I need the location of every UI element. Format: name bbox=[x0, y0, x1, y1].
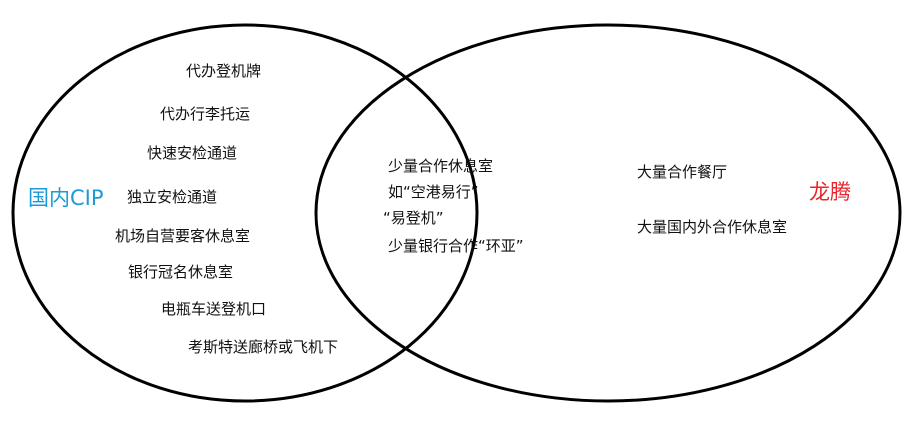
right-item: 大量国内外合作休息室 bbox=[637, 218, 788, 236]
overlap-item: “易登机” bbox=[383, 209, 444, 227]
left-set-title: 国内CIP bbox=[28, 186, 104, 210]
left-item: 银行冠名休息室 bbox=[128, 263, 234, 281]
overlap-item: 少量合作休息室 bbox=[388, 157, 494, 175]
overlap-item: 如“空港易行” bbox=[388, 183, 479, 201]
overlap-item: 少量银行合作“环亚” bbox=[388, 237, 524, 255]
left-item: 代办登机牌 bbox=[186, 62, 262, 80]
left-item: 机场自营要客休息室 bbox=[115, 227, 251, 245]
left-item: 独立安检通道 bbox=[127, 188, 218, 206]
left-item: 考斯特送廊桥或飞机下 bbox=[188, 338, 339, 356]
left-item: 快速安检通道 bbox=[147, 144, 238, 162]
left-set-ellipse bbox=[11, 23, 479, 403]
right-set-ellipse bbox=[314, 23, 902, 403]
left-item: 电瓶车送登机口 bbox=[161, 300, 267, 318]
right-item: 大量合作餐厅 bbox=[637, 163, 728, 181]
right-set-title: 龙腾 bbox=[809, 180, 851, 204]
left-item: 代办行李托运 bbox=[160, 105, 251, 123]
